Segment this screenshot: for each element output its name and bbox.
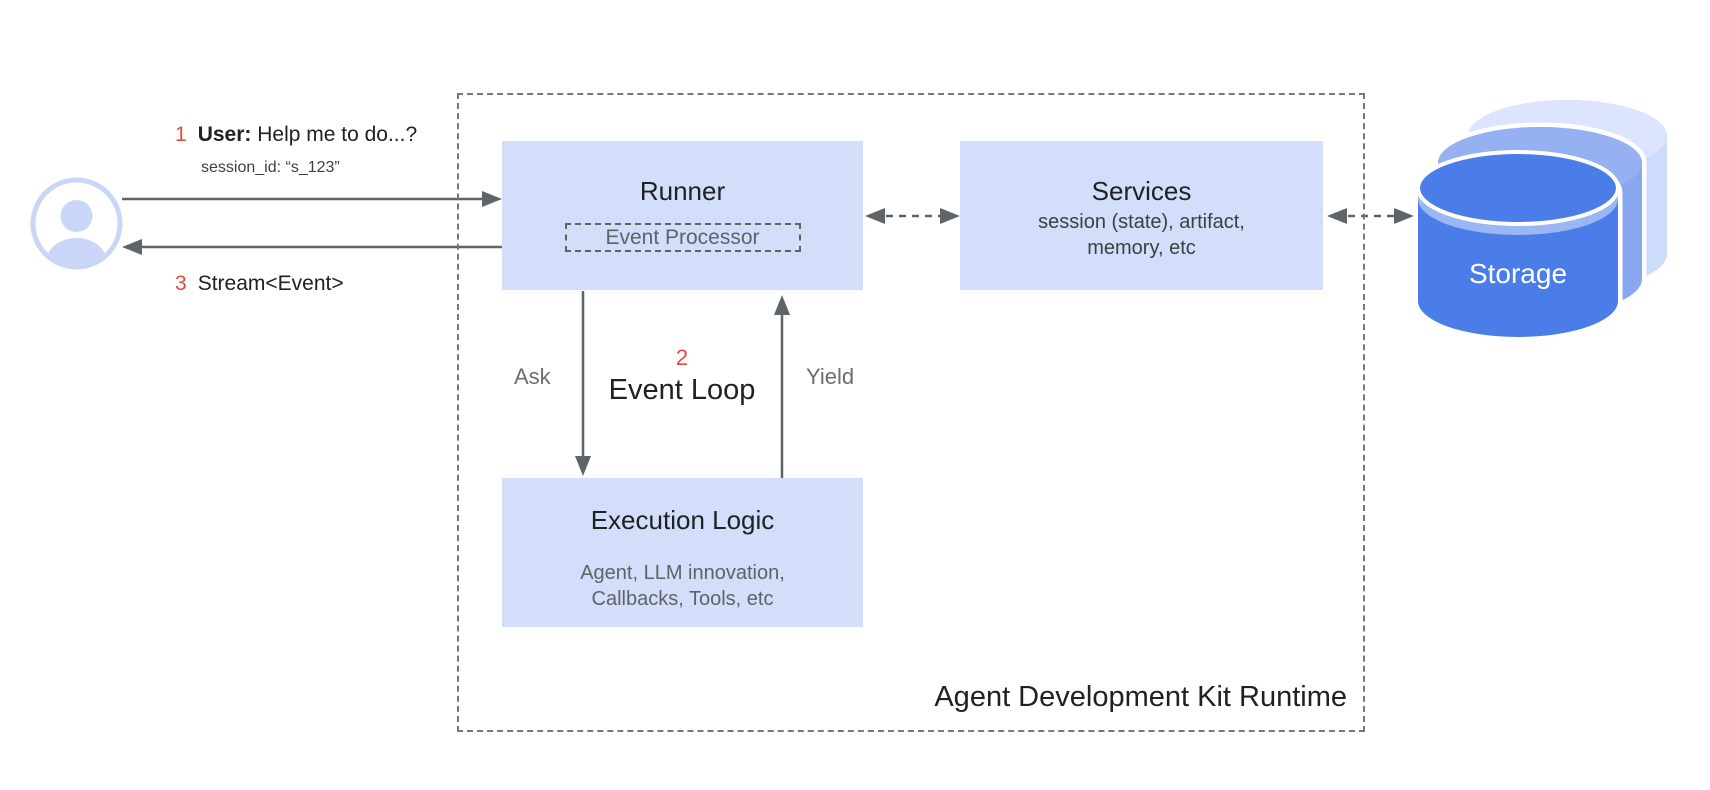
services-title: Services: [1091, 176, 1192, 206]
ask-label: Ask: [514, 364, 551, 389]
storage-label: Storage: [1469, 258, 1567, 289]
services-subtitle: session (state), artifact, memory, etc: [1038, 211, 1245, 259]
event-processor-box: Event Processor: [564, 223, 801, 252]
execution-logic-subtitle: Agent, LLM innovation, Callbacks, Tools,…: [580, 562, 785, 610]
runtime-title: Agent Development Kit Runtime: [934, 681, 1347, 713]
event-loop-title: Event Loop: [608, 374, 756, 406]
user-request-text: User: Help me to do...?: [197, 123, 418, 146]
step-number-2: 2: [675, 345, 689, 370]
yield-label: Yield: [806, 364, 855, 389]
storage-cylinder-front: Storage: [1413, 150, 1623, 342]
step-number-1: 1: [175, 123, 187, 146]
user-avatar-icon: [30, 177, 123, 270]
execution-logic-title: Execution Logic: [590, 505, 775, 535]
database-cylinder-icon: Storage: [1413, 95, 1672, 342]
arrowhead-left-icon: [122, 239, 142, 255]
stream-event-label: 3 Stream<Event>: [175, 271, 344, 297]
session-id-label: session_id: “s_123”: [201, 159, 340, 176]
user-to-runner-arrow: [122, 191, 502, 207]
services-box: Services session (state), artifact, memo…: [960, 141, 1323, 290]
runtime-boundary: Agent Development Kit Runtime: [457, 93, 1365, 732]
stream-event-text: Stream<Event>: [197, 272, 344, 295]
user-request-label: 1 User: Help me to do...?: [175, 122, 417, 148]
runner-box: Runner Event Processor: [502, 141, 863, 290]
runner-to-user-arrow: [122, 239, 502, 255]
execution-logic-box: Execution Logic Agent, LLM innovation, C…: [502, 478, 863, 627]
step-number-3: 3: [175, 272, 187, 295]
event-loop-label: 2 Event Loop: [582, 346, 782, 407]
runner-title: Runner: [639, 176, 726, 206]
